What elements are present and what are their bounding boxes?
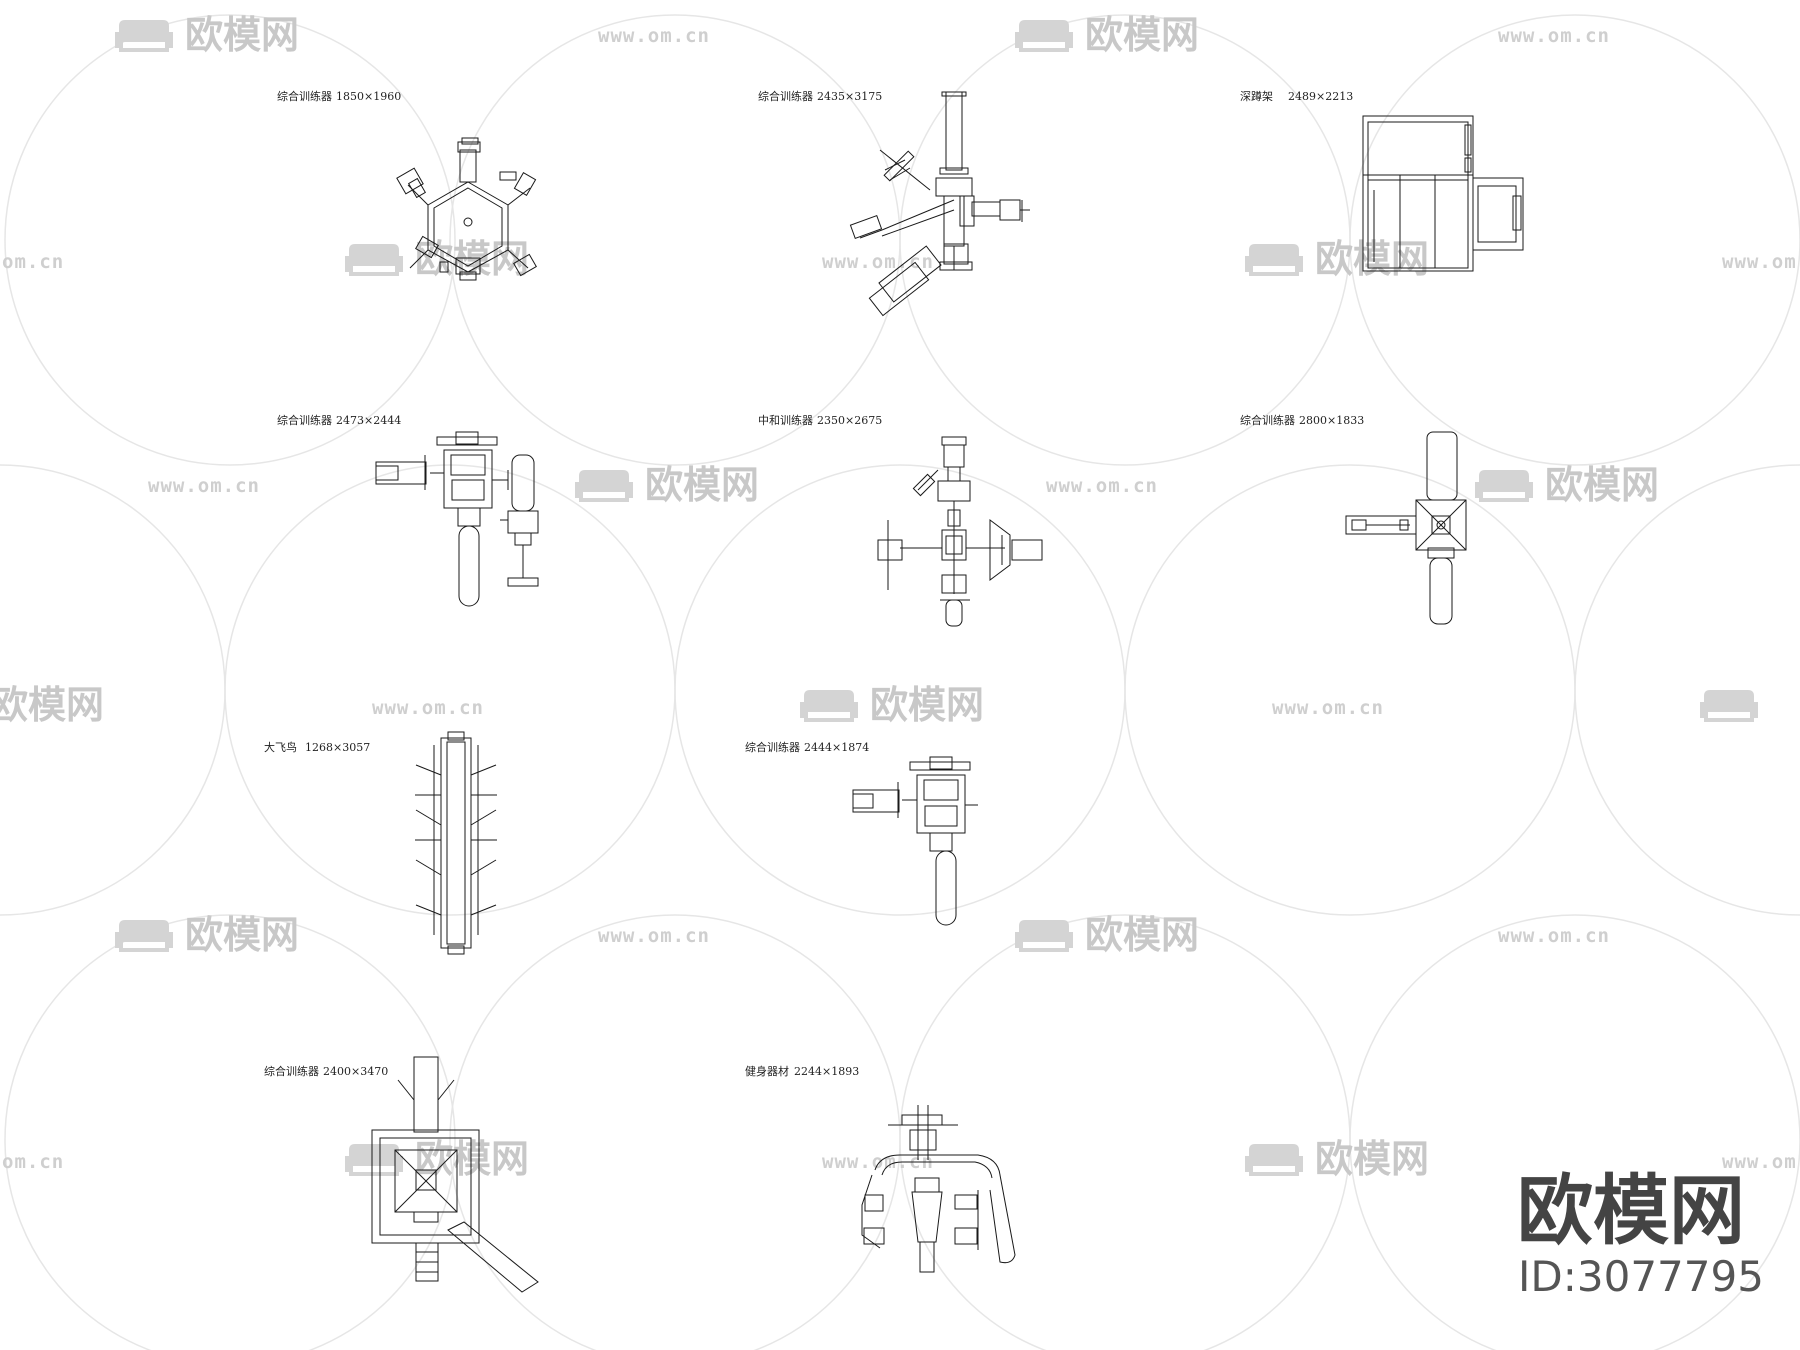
watermark-url: www.om.cn	[1498, 925, 1610, 947]
drawing-squat-rack	[1362, 115, 1524, 272]
watermark-brand-text: 欧模网	[185, 913, 299, 957]
brand-logo: 欧模网 ID:3077795	[1517, 1166, 1764, 1301]
watermark-url: www.om.cn	[598, 25, 710, 47]
sofa-icon	[345, 1144, 403, 1176]
sofa-icon	[1245, 244, 1303, 276]
sofa-icon	[575, 470, 633, 502]
watermark-url: www.om.cn	[1498, 25, 1610, 47]
sofa-icon	[1015, 20, 1073, 52]
logo-brand-text: 欧模网	[1517, 1166, 1745, 1255]
watermark-brand-text: 欧模网	[1085, 913, 1199, 957]
caption-name: 综合训练器	[1240, 413, 1295, 427]
watermark-brand-text: 欧模网	[870, 683, 984, 727]
drawing-multi-gym-hex	[396, 137, 537, 281]
caption-name: 综合训练器	[745, 740, 800, 754]
drawing-station-ramp	[371, 1056, 539, 1293]
sofa-icon	[115, 920, 173, 952]
caption-dims: 1268×3057	[305, 741, 370, 754]
caption-3: 深蹲架 2489×2213	[1240, 89, 1353, 103]
drawing-square-station	[1345, 431, 1467, 625]
caption-7: 大飞鸟 1268×3057	[264, 740, 370, 754]
watermark-arcs	[0, 14, 1800, 1350]
caption-name: 综合训练器	[264, 1064, 319, 1078]
caption-dims: 2800×1833	[1299, 414, 1364, 427]
caption-name: 深蹲架	[1240, 89, 1273, 103]
watermark-brand-text: 欧模网	[1085, 13, 1199, 57]
caption-name: 健身器材	[745, 1064, 789, 1078]
caption-name: 大飞鸟	[264, 740, 297, 754]
drawing-multi-gym-bench	[375, 431, 539, 607]
watermark-url: www.om.cn	[822, 1151, 934, 1173]
watermark-brand-text: 欧模网	[1315, 237, 1429, 281]
sofa-icon	[1015, 920, 1073, 952]
sofa-icon	[1245, 1144, 1303, 1176]
caption-dims: 1850×1960	[336, 90, 401, 103]
sofa-icon	[345, 244, 403, 276]
caption-1: 综合训练器 1850×1960	[277, 89, 401, 103]
drawing-pec-fly	[415, 731, 497, 955]
caption-dims: 2400×3470	[323, 1065, 388, 1078]
sofa-icon	[1700, 690, 1758, 722]
drawing-multi-gym-2	[852, 756, 978, 926]
watermark-brand-text: 欧模网	[1545, 463, 1659, 507]
watermark-brand-text: 欧模网	[185, 13, 299, 57]
caption-5: 中和训练器 2350×2675	[758, 413, 882, 427]
drawing-multi-gym-arms	[849, 91, 1030, 317]
sofa-icon	[115, 20, 173, 52]
caption-9: 综合训练器 2400×3470	[264, 1064, 388, 1078]
drawing-fitness-equipment	[861, 1105, 1016, 1273]
watermark-url: www.om.cn	[1722, 251, 1800, 273]
watermark-url: www.om.cn	[148, 475, 260, 497]
watermark-url: www.om.cn	[1046, 475, 1158, 497]
sofa-icon	[1475, 470, 1533, 502]
caption-4: 综合训练器 2473×2444	[277, 413, 401, 427]
caption-8: 综合训练器 2444×1874	[745, 740, 869, 754]
watermark-url-partial: om.cn	[2, 1151, 64, 1173]
caption-dims: 2444×1874	[804, 741, 869, 754]
watermark-brand-partial: 欧模网	[0, 683, 104, 727]
watermark-brand-group: 欧模网 欧模网 欧模网 欧模网 欧模网 欧模网 欧模网 欧模网	[0, 13, 1758, 1181]
caption-10: 健身器材 2244×1893	[745, 1064, 859, 1078]
watermark-brand-text: 欧模网	[645, 463, 759, 507]
watermark-url: www.om.cn	[598, 925, 710, 947]
caption-name: 中和训练器	[758, 413, 813, 427]
watermark-url: www.om.cn	[372, 697, 484, 719]
caption-dims: 2244×1893	[794, 1065, 859, 1078]
watermark-url-partial: om.cn	[2, 251, 64, 273]
watermark-brand-text: 欧模网	[1315, 1137, 1429, 1181]
drawing-cross-trainer	[877, 436, 1043, 627]
watermark-urls: www.om.cn www.om.cn om.cn www.om.cn www.…	[2, 25, 1800, 1173]
caption-dims: 2489×2213	[1288, 90, 1353, 103]
drawing-captions: 综合训练器 1850×1960 综合训练器 2435×3175 深蹲架 2489…	[264, 89, 1364, 1078]
caption-dims: 2473×2444	[336, 414, 401, 427]
caption-name: 综合训练器	[277, 89, 332, 103]
caption-name: 综合训练器	[758, 89, 813, 103]
sofa-icon	[800, 690, 858, 722]
watermark-url: www.om.cn	[1272, 697, 1384, 719]
caption-6: 综合训练器 2800×1833	[1240, 413, 1364, 427]
watermark-url: www.om.cn	[1722, 1151, 1800, 1173]
caption-dims: 2435×3175	[817, 90, 882, 103]
watermark-url: www.om.cn	[822, 251, 934, 273]
caption-2: 综合训练器 2435×3175	[758, 89, 882, 103]
caption-dims: 2350×2675	[817, 414, 882, 427]
caption-name: 综合训练器	[277, 413, 332, 427]
logo-id-text: ID:3077795	[1518, 1252, 1764, 1301]
